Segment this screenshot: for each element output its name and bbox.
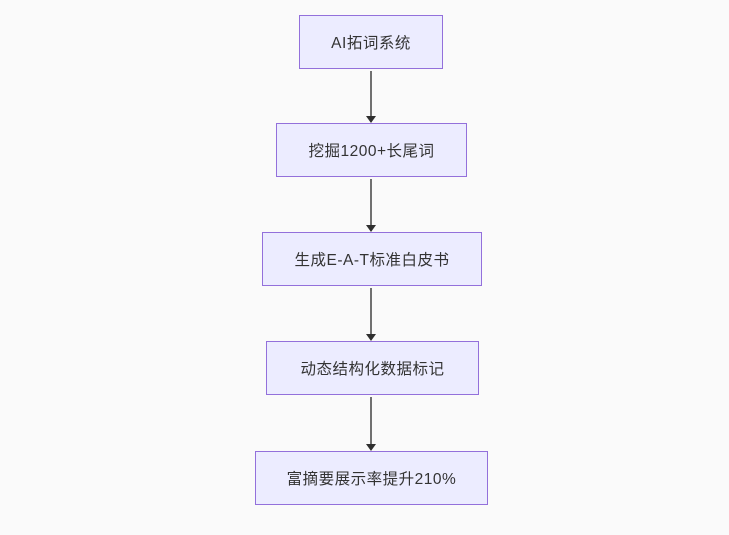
flow-node-rich-snippet-rate-result: 富摘要展示率提升210%	[255, 451, 488, 505]
arrow-line	[370, 179, 372, 226]
flow-edge-4	[365, 397, 377, 451]
flow-node-label: AI拓词系统	[331, 35, 411, 52]
flow-node-label: 富摘要展示率提升210%	[286, 471, 457, 488]
flow-node-longtail-keyword-mining: 挖掘1200+长尾词	[276, 123, 467, 177]
flow-node-structured-data-markup: 动态结构化数据标记	[266, 341, 479, 395]
arrowhead-down-icon	[366, 225, 376, 232]
flow-node-ai-word-expansion-system: AI拓词系统	[299, 15, 443, 69]
arrowhead-down-icon	[366, 444, 376, 451]
flow-edge-1	[365, 71, 377, 123]
flow-node-label: 生成E-A-T标准白皮书	[294, 252, 450, 269]
arrowhead-down-icon	[366, 334, 376, 341]
flow-node-label: 动态结构化数据标记	[300, 361, 445, 378]
arrowhead-down-icon	[366, 116, 376, 123]
arrow-line	[370, 71, 372, 117]
flow-node-eat-whitepaper: 生成E-A-T标准白皮书	[262, 232, 482, 286]
arrow-line	[370, 397, 372, 445]
flow-node-label: 挖掘1200+长尾词	[308, 143, 435, 160]
flow-edge-3	[365, 288, 377, 341]
flow-edge-2	[365, 179, 377, 232]
arrow-line	[370, 288, 372, 335]
